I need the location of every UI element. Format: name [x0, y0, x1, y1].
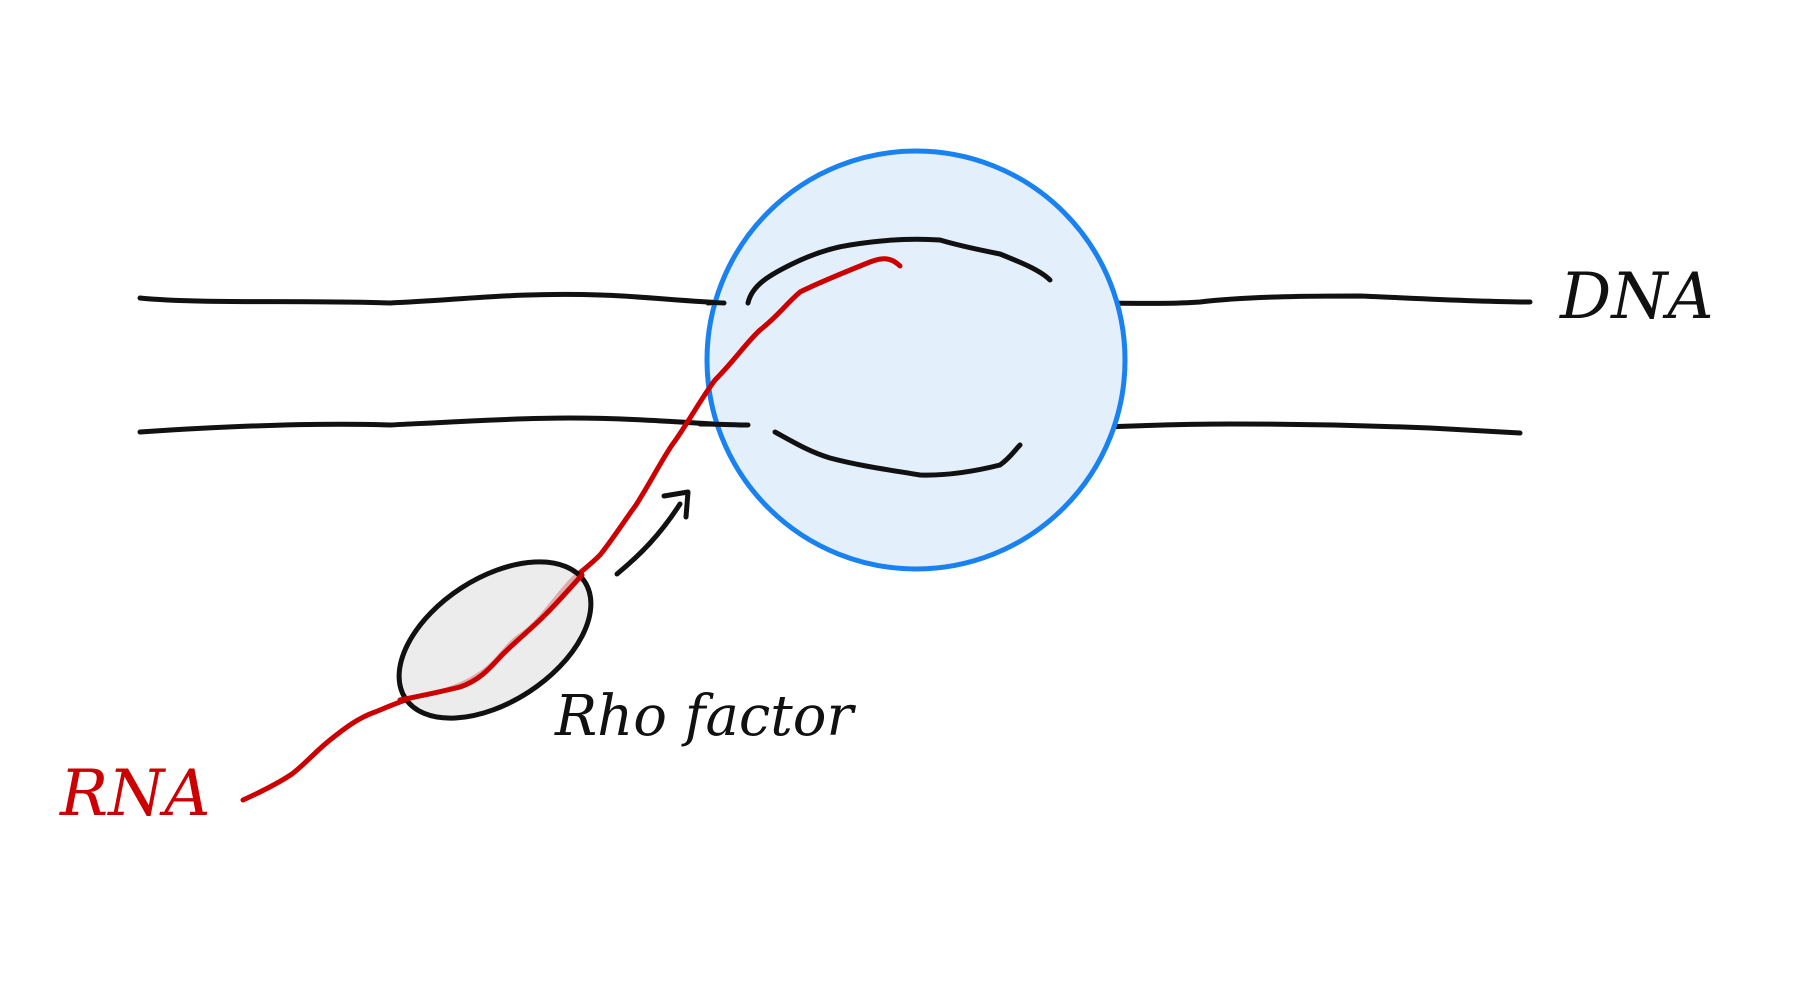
rna-polymerase-bubble	[704, 148, 1128, 572]
dna-top-strand-right	[1037, 293, 1533, 306]
rna-strand-through-rho	[397, 572, 585, 703]
rna-label: RNA	[59, 757, 210, 831]
dna-bottom-strand-left	[137, 415, 753, 435]
dna-label: DNA	[1559, 260, 1714, 334]
rho-factor-label: Rho factor	[554, 684, 856, 749]
dna-open-upper-strand	[745, 236, 1053, 306]
rho-movement-arrow	[614, 501, 683, 577]
rho-movement-arrowhead	[661, 489, 691, 520]
rna-strand	[240, 256, 903, 803]
dna-open-lower-strand	[772, 429, 1023, 478]
dna-bottom-strand-bubble-entry	[697, 421, 751, 428]
dna-top-strand-left	[137, 291, 733, 306]
